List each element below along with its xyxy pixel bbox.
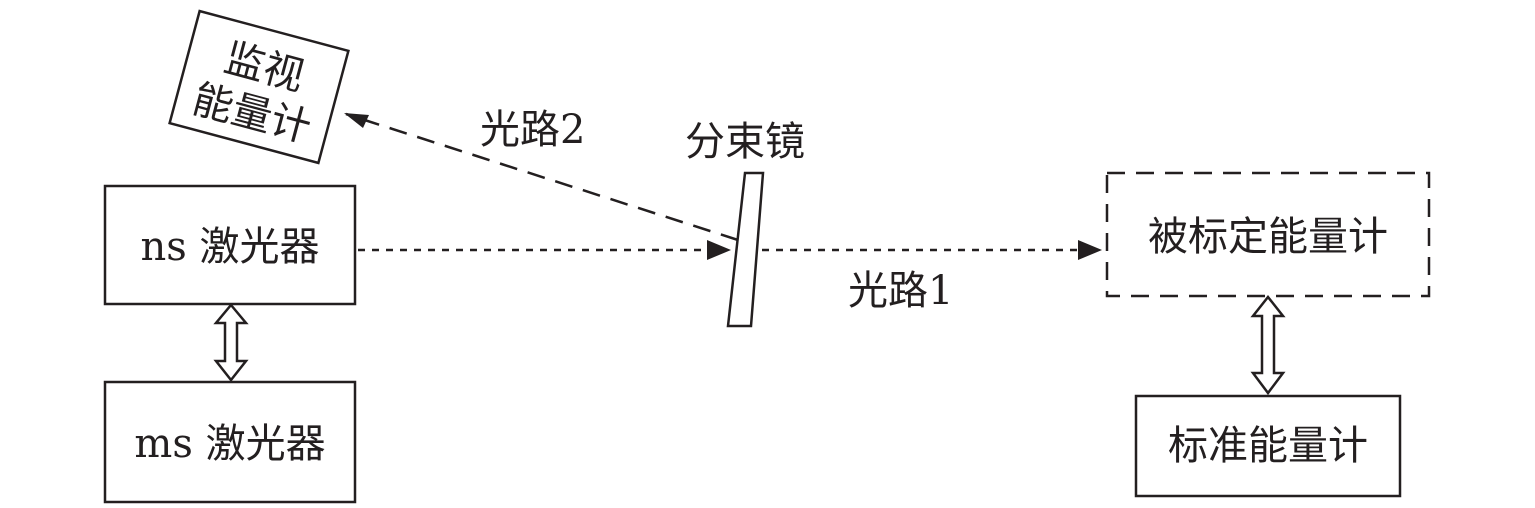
monitor-energy-meter: 监视 能量计 <box>168 9 350 165</box>
beam-splitter-label: 分束镜 <box>685 119 805 165</box>
calibrated-meter-label: 被标定能量计 <box>1148 214 1388 260</box>
standard-meter-label: 标准能量计 <box>1168 423 1368 469</box>
ms-laser-box: ms 激光器 <box>103 380 357 504</box>
calibrated-energy-meter: 被标定能量计 <box>1105 171 1431 298</box>
incident-arrowhead <box>707 240 731 260</box>
laser-switch-double-arrow <box>213 303 249 383</box>
meter-comparison-double-arrow <box>1250 294 1286 396</box>
optical-path-2 <box>345 112 739 242</box>
ns-laser-box: ns 激光器 <box>103 184 357 306</box>
path-1-arrowhead <box>1078 240 1102 260</box>
path-2-arrowhead <box>344 113 369 128</box>
ns-laser-label: ns 激光器 <box>140 224 319 270</box>
ms-laser-label: ms 激光器 <box>134 421 325 467</box>
path-1-label: 光路1 <box>848 268 953 314</box>
beam-splitter <box>726 171 765 328</box>
standard-energy-meter: 标准能量计 <box>1134 394 1402 498</box>
path-2-label: 光路2 <box>480 107 585 153</box>
